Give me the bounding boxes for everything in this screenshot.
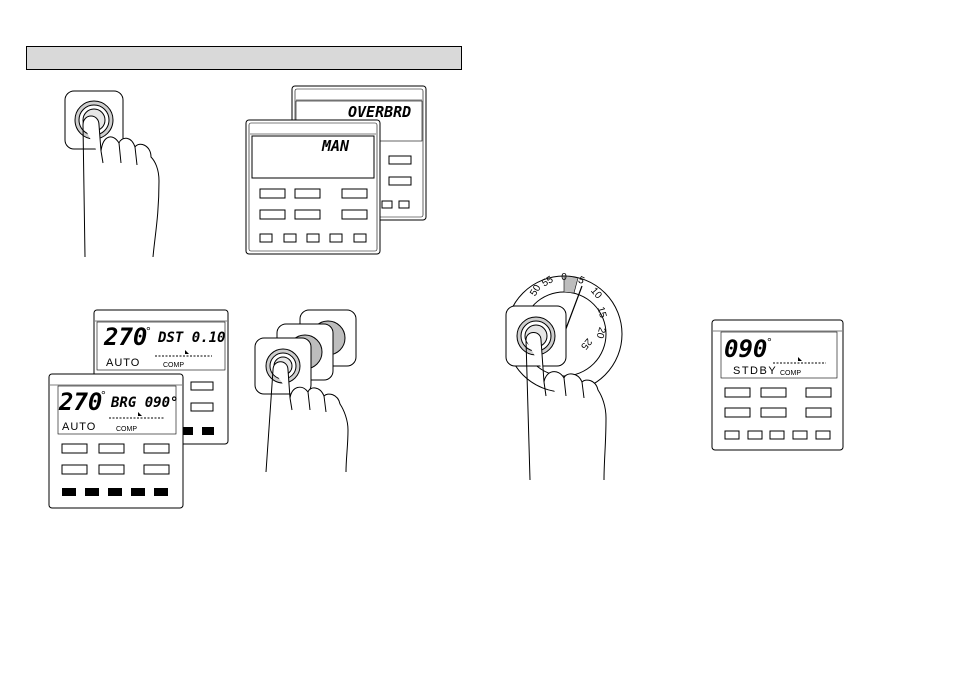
overboard-back-text: OVERBRD	[348, 103, 411, 121]
dist-back-degree: °	[146, 324, 151, 338]
bearing-front-heading: 270	[58, 388, 102, 416]
dist-back-heading: 270	[103, 323, 147, 351]
autopilot-display-figure: 270 ° DST 0.10 AUTO COMP 270 ° BRG 090° …	[48, 309, 229, 509]
overboard-front-text: MAN	[321, 137, 350, 155]
dial-label-6: 20	[594, 326, 608, 340]
bearing-front-mode: AUTO	[62, 421, 96, 433]
standby-heading: 090	[724, 335, 767, 363]
standby-source: COMP	[780, 370, 801, 377]
standby-display-figure: 090 ° STDBY COMP	[711, 319, 844, 451]
standby-degree: °	[767, 335, 772, 349]
repeated-press-icon	[254, 309, 357, 473]
dist-back-readout: DST 0.10	[157, 330, 225, 346]
standby-mode: STDBY	[733, 365, 777, 377]
dial-label-2: 0	[561, 272, 567, 283]
overboard-display-figure: OVERBRD MAN	[245, 85, 427, 255]
bearing-front-source: COMP	[116, 426, 137, 433]
dist-back-source: COMP	[163, 362, 184, 369]
dial-label-5: 15	[595, 306, 609, 320]
bearing-front-degree: °	[101, 388, 106, 402]
hold-timer-dial-figure: 50 55 0 5 10 15 20 25	[505, 272, 623, 481]
section-header-bar	[26, 46, 462, 70]
finger-press-button-icon	[64, 90, 160, 258]
dist-back-mode: AUTO	[106, 357, 140, 369]
dial-label-3: 5	[576, 275, 586, 288]
bearing-front-readout: BRG 090°	[110, 395, 178, 411]
dial-label-1: 55	[540, 274, 556, 289]
